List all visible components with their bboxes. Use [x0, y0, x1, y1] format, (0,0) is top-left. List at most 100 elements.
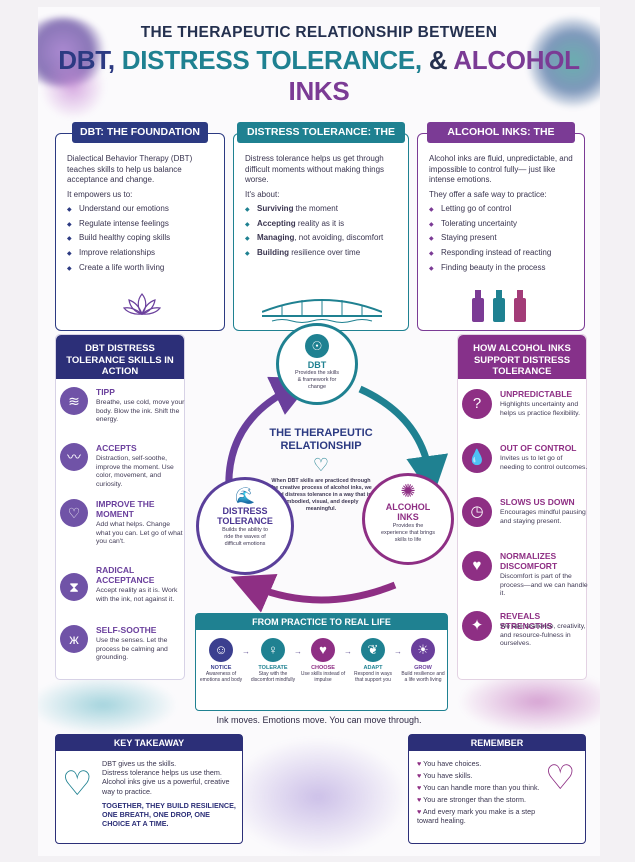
circle-dbt-title: DBT [307, 360, 327, 370]
card-dt-body: Distress tolerance helps us get through … [245, 154, 399, 263]
center-title: THE THERAPEUTIC RELATIONSHIP [269, 427, 373, 452]
sparkle-icon: ✦ [462, 611, 492, 641]
circle-dbt-desc: Provides the skills & framework for chan… [294, 370, 340, 390]
list-item-text: the moment [293, 204, 338, 213]
meditation-icon: ♀ [261, 638, 285, 662]
support-desc: Highlights uncertainty and helps us prac… [500, 401, 580, 417]
list-item-text: resilience over time [289, 248, 361, 258]
support-name: REVEALS STRENGTHS [500, 611, 553, 631]
list-item-text: reality as it is [295, 218, 345, 228]
hourglass-icon: ⧗ [60, 573, 88, 601]
list-item: ♥ You are stronger than the storm. [417, 795, 543, 804]
circle-dbt: ☉ DBT Provides the skills & framework fo… [276, 323, 358, 405]
title-dbt: DBT, [58, 45, 115, 75]
step-name: GROW [414, 665, 432, 671]
skill-improve: ♡ IMPROVE THE MOMENT Add what helps. Cha… [60, 499, 183, 561]
list-item: Improve relationships [67, 248, 215, 259]
circle-distress-tolerance: 🌊 DISTRESS TOLERANCE Builds the ability … [196, 477, 294, 575]
card-dbt-intro: Dialectical Behavior Therapy (DBT) teach… [67, 154, 193, 184]
skill-radical-acceptance: ⧗ RADICAL ACCEPTANCE Accept reality as i… [60, 565, 180, 621]
step-name: NOTICE [210, 665, 232, 671]
skill-name: ACCEPTS [96, 443, 137, 453]
card-ai-title: ALCOHOL INKS: THE MEDIUM [427, 122, 575, 159]
support-desc: Discomfort is part of the process—and we… [500, 573, 588, 598]
key-takeaway-title: KEY TAKEAWAY [56, 735, 242, 751]
list-item: Accepting reality as it is [245, 219, 399, 230]
takeaway-bold: TOGETHER, THEY BUILD RESILIENCE, ONE BRE… [102, 800, 236, 829]
card-dbt-title: DBT: THE FOUNDATION [72, 122, 208, 143]
step-desc: Build resilience and a life worth living [401, 671, 445, 683]
butterfly-icon: ж [60, 625, 88, 653]
wave-icon-large: 🌊 [235, 488, 255, 505]
heart-outline-icon: ♡ [312, 455, 330, 475]
support-desc: Encourages mindful pausing and staying p… [500, 509, 586, 525]
title-distress-tolerance: DISTRESS TOLERANCE, [121, 45, 422, 75]
list-item-text: , not avoiding, discomfort [294, 233, 384, 243]
title-alcohol-inks: ALCOHOL INKS [288, 45, 580, 106]
arrow-right-icon: → [294, 647, 302, 656]
list-item: ♥ You can handle more than you think. [417, 783, 543, 792]
circle-ai-desc: Provides the experience that brings skil… [380, 523, 436, 543]
card-dt-lead: It's about: [245, 189, 280, 199]
list-item: ♥ And every mark you make is a step towa… [417, 807, 543, 825]
heart-outline-icon: ♡ [545, 759, 576, 797]
list-item: Managing, not avoiding, discomfort [245, 233, 399, 244]
card-dbt-foundation: DBT: THE FOUNDATION Dialectical Behavior… [55, 122, 225, 331]
step-desc: Stay with the discomfort mindfully [250, 671, 296, 683]
card-ai-body: Alcohol inks are fluid, unpredictable, a… [429, 154, 575, 277]
heart-bullet-icon: ♥ [417, 807, 423, 816]
card-dbt-body: Dialectical Behavior Therapy (DBT) teach… [67, 154, 215, 277]
skill-desc: Distraction, self-soothe, improve the mo… [96, 455, 174, 488]
list-item: Create a life worth living [67, 263, 215, 274]
list-item: Surviving the moment [245, 204, 399, 215]
breath-icon: ≋ [60, 387, 88, 415]
list-item-text: You have skills. [423, 771, 473, 780]
card-dt-intro: Distress tolerance helps us get through … [245, 154, 385, 184]
heart-icon: ♥ [462, 551, 492, 581]
card-dt-list: Surviving the moment Accepting reality a… [245, 204, 399, 259]
list-item-bold: Surviving [257, 204, 294, 213]
ink-splash-top-right [528, 17, 600, 107]
circle-therapeutic-relationship: THE THERAPEUTIC RELATIONSHIP ♡ When DBT … [263, 411, 379, 561]
title-ampersand: & [428, 45, 448, 75]
center-desc: When DBT skills are practiced through th… [270, 478, 372, 512]
practice-bar: FROM PRACTICE TO REAL LIFE ☺ NOTICE Awar… [195, 613, 448, 711]
skill-name: TIPP [96, 387, 115, 397]
step-name: ADAPT [363, 665, 383, 671]
card-alcohol-inks-medium: ALCOHOL INKS: THE MEDIUM Alcohol inks ar… [417, 122, 585, 331]
heart-bullet-icon: ♥ [417, 795, 424, 804]
support-name: UNPREDICTABLE [500, 389, 573, 399]
left-panel-title: DBT DISTRESS TOLERANCE SKILLS IN ACTION [56, 335, 184, 379]
step-grow: ☀ GROW Build resilience and a life worth… [400, 638, 446, 683]
skill-self-soothe: ж SELF-SOOTHE Use the senses. Let the pr… [60, 625, 180, 675]
card-dbt-list: Understand our emotions Regulate intense… [67, 204, 215, 274]
skill-accepts: 〰 ACCEPTS Distraction, self-soothe, impr… [60, 443, 180, 499]
card-dbt-lead: It empowers us to: [67, 189, 133, 199]
heart-bullet-icon: ♥ [417, 783, 424, 792]
card-distress-tolerance-bridge: DISTRESS TOLERANCE: THE BRIDGE Distress … [233, 122, 409, 331]
lotus-icon [122, 293, 162, 315]
step-name: TOLERATE [258, 665, 288, 671]
sunrise-icon: ☀ [411, 638, 435, 662]
support-desc: Invites us to let go of needing to contr… [500, 455, 588, 471]
list-item: Building resilience over time [245, 248, 399, 259]
support-name: OUT OF CONTROL [500, 443, 577, 453]
card-ai-lead: They offer a safe way to practice: [429, 189, 547, 199]
list-item-text: You have choices. [423, 759, 482, 768]
wave-icon: 〰 [60, 443, 88, 471]
card-ai-intro: Alcohol inks are fluid, unpredictable, a… [429, 154, 573, 184]
takeaway-line: Distress tolerance helps us use them. [102, 768, 222, 778]
list-item-bold: Managing [257, 233, 295, 243]
skill-desc: Breathe, use cold, move your body. Blow … [96, 399, 185, 424]
list-item: ♥ You have choices. [417, 759, 543, 768]
step-desc: Awareness of emotions and body [199, 671, 243, 683]
heart-outline-icon: ♡ [62, 765, 93, 803]
list-item: Regulate intense feelings [67, 219, 215, 230]
skill-name: IMPROVE THE MOMENT [96, 499, 155, 519]
remember-title: REMEMBER [409, 735, 585, 751]
circle-ai-title: ALCOHOL INKS [385, 502, 431, 522]
skill-tipp: ≋ TIPP Breathe, use cold, move your body… [60, 387, 184, 439]
support-name: SLOWS US DOWN [500, 497, 575, 507]
step-tolerate: ♀ TOLERATE Stay with the discomfort mind… [250, 638, 296, 683]
list-item-bold: Accepting [257, 218, 296, 228]
